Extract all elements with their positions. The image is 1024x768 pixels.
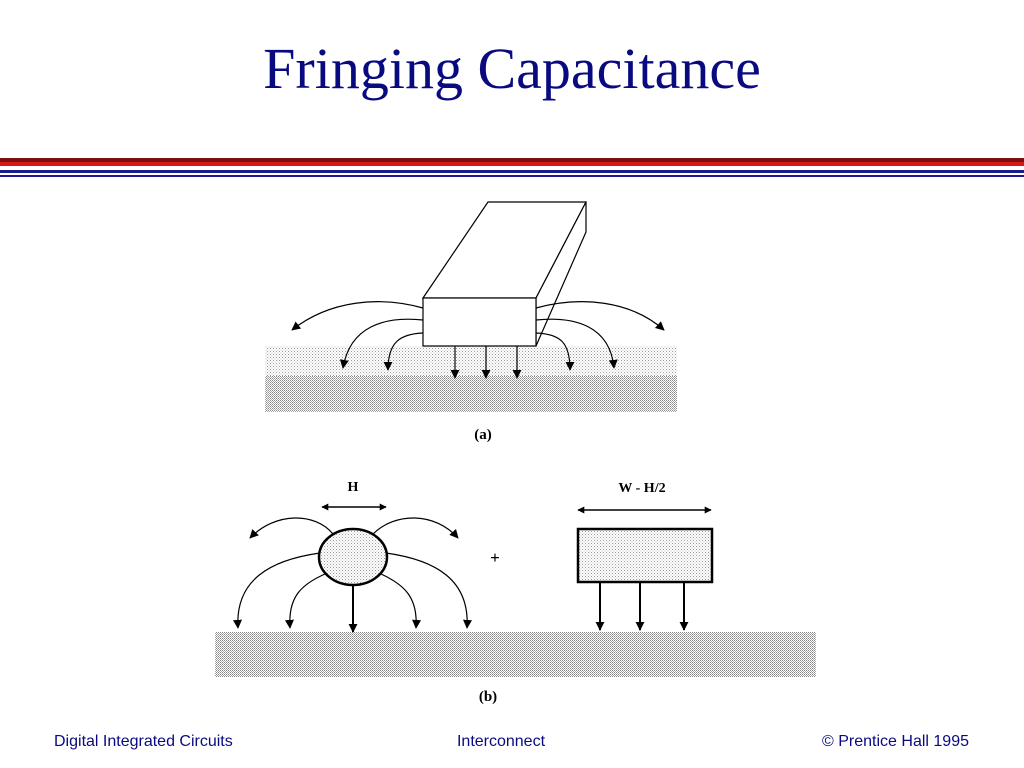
header-rule-dark-red — [0, 158, 1024, 162]
caption-b: (b) — [479, 689, 497, 705]
parallel-plate-wire — [576, 527, 714, 584]
wire-3d — [421, 201, 587, 347]
slide-title: Fringing Capacitance — [263, 36, 761, 101]
label-w: W - H/2 — [618, 481, 665, 496]
fringe-lines-b-left — [233, 517, 334, 629]
plus-sign: + — [490, 548, 500, 567]
footer-copyright: © Prentice Hall 1995 — [822, 733, 969, 750]
label-h: H — [348, 480, 359, 495]
substrate-b — [215, 632, 816, 677]
header-rule-red — [0, 162, 1024, 166]
substrate-a — [265, 346, 677, 412]
footer-chapter: Interconnect — [456, 733, 546, 750]
caption-a: (a) — [474, 427, 492, 443]
fringe-lines-a-right — [535, 301, 665, 371]
field-lines-b-plate — [595, 582, 689, 631]
header-rule-blue-top — [0, 170, 1024, 173]
header-rule-blue-bottom — [0, 175, 1024, 177]
cylindrical-wire — [317, 527, 389, 587]
fringe-lines-b-right — [372, 517, 472, 629]
fringe-lines-a-left — [291, 301, 424, 371]
field-lines-a-down — [450, 346, 522, 379]
footer-course: Digital Integrated Circuits — [54, 733, 233, 750]
